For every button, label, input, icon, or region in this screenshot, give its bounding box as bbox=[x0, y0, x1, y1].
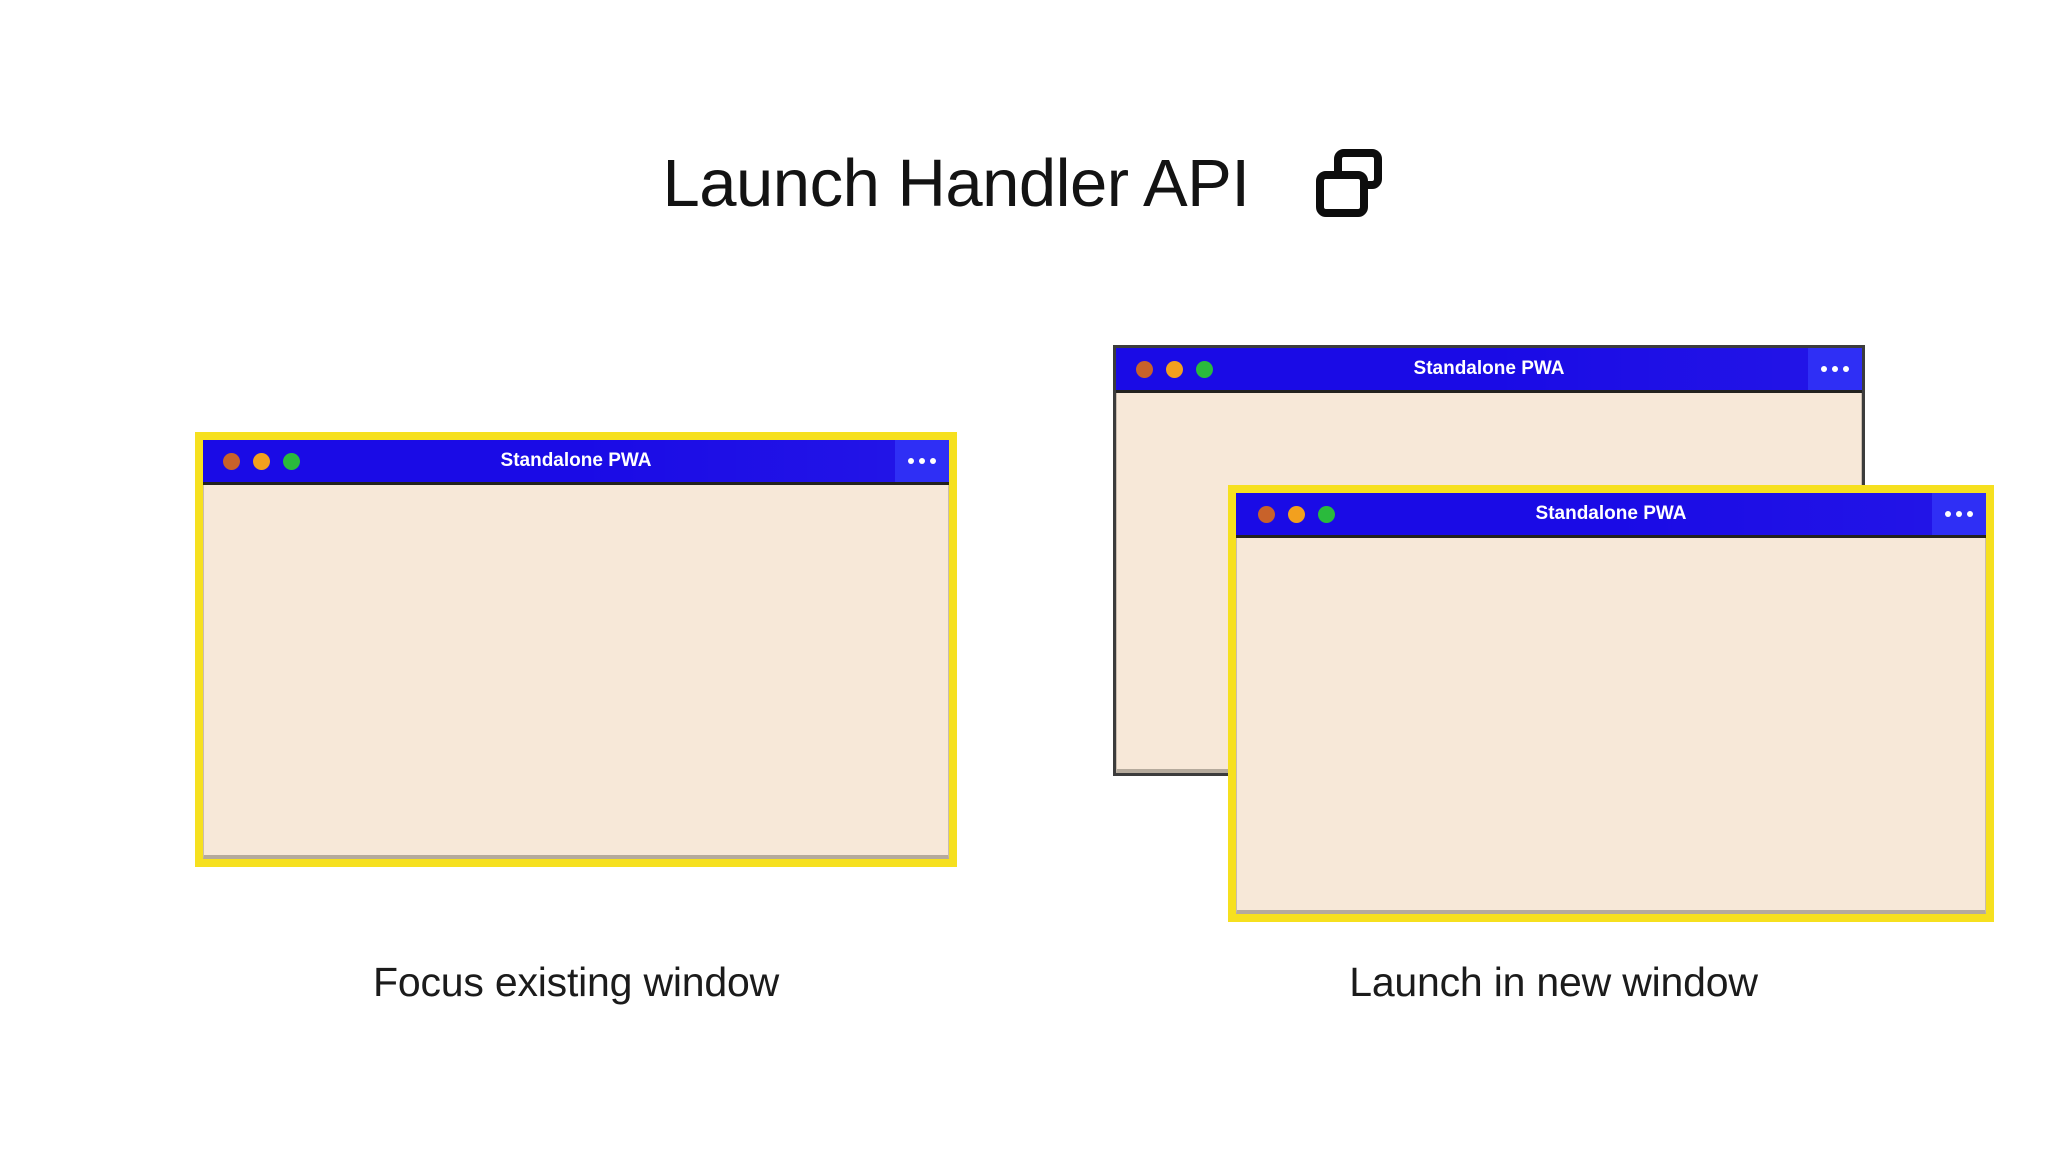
window-titlebar[interactable]: Standalone PWA bbox=[1116, 348, 1862, 393]
maximize-window-icon[interactable] bbox=[283, 452, 300, 470]
more-options-icon bbox=[1945, 511, 1973, 517]
pwa-window-new[interactable]: Standalone PWA bbox=[1228, 485, 1994, 922]
window-title: Standalone PWA bbox=[1413, 358, 1565, 379]
minimize-window-icon[interactable] bbox=[253, 452, 270, 470]
pwa-window-focused[interactable]: Standalone PWA bbox=[195, 432, 957, 867]
window-title: Standalone PWA bbox=[500, 450, 652, 471]
maximize-window-icon[interactable] bbox=[1196, 360, 1213, 378]
window-menu-button[interactable] bbox=[1808, 348, 1862, 390]
page-title: Launch Handler API bbox=[662, 145, 1250, 221]
window-inner: Standalone PWA bbox=[1236, 493, 1986, 914]
window-menu-button[interactable] bbox=[1932, 493, 1986, 535]
caption-launch-in-new-window: Launch in new window bbox=[1349, 959, 1758, 1005]
minimize-window-icon[interactable] bbox=[1166, 360, 1183, 378]
traffic-light-controls bbox=[223, 452, 300, 470]
window-content-area bbox=[203, 485, 949, 859]
maximize-window-icon[interactable] bbox=[1318, 505, 1335, 523]
close-window-icon[interactable] bbox=[1258, 505, 1275, 523]
window-titlebar[interactable]: Standalone PWA bbox=[1236, 493, 1986, 538]
window-inner: Standalone PWA bbox=[203, 440, 949, 859]
window-titlebar[interactable]: Standalone PWA bbox=[203, 440, 949, 485]
more-options-icon bbox=[908, 458, 936, 464]
close-window-icon[interactable] bbox=[1136, 360, 1153, 378]
multi-window-icon bbox=[1313, 147, 1385, 219]
caption-focus-existing-window: Focus existing window bbox=[373, 959, 779, 1005]
minimize-window-icon[interactable] bbox=[1288, 505, 1305, 523]
close-window-icon[interactable] bbox=[223, 452, 240, 470]
more-options-icon bbox=[1821, 366, 1849, 372]
traffic-light-controls bbox=[1136, 360, 1213, 378]
traffic-light-controls bbox=[1258, 505, 1335, 523]
window-content-area bbox=[1236, 538, 1986, 914]
window-title: Standalone PWA bbox=[1535, 503, 1687, 524]
window-menu-button[interactable] bbox=[895, 440, 949, 482]
page-header: Launch Handler API bbox=[0, 128, 2048, 238]
